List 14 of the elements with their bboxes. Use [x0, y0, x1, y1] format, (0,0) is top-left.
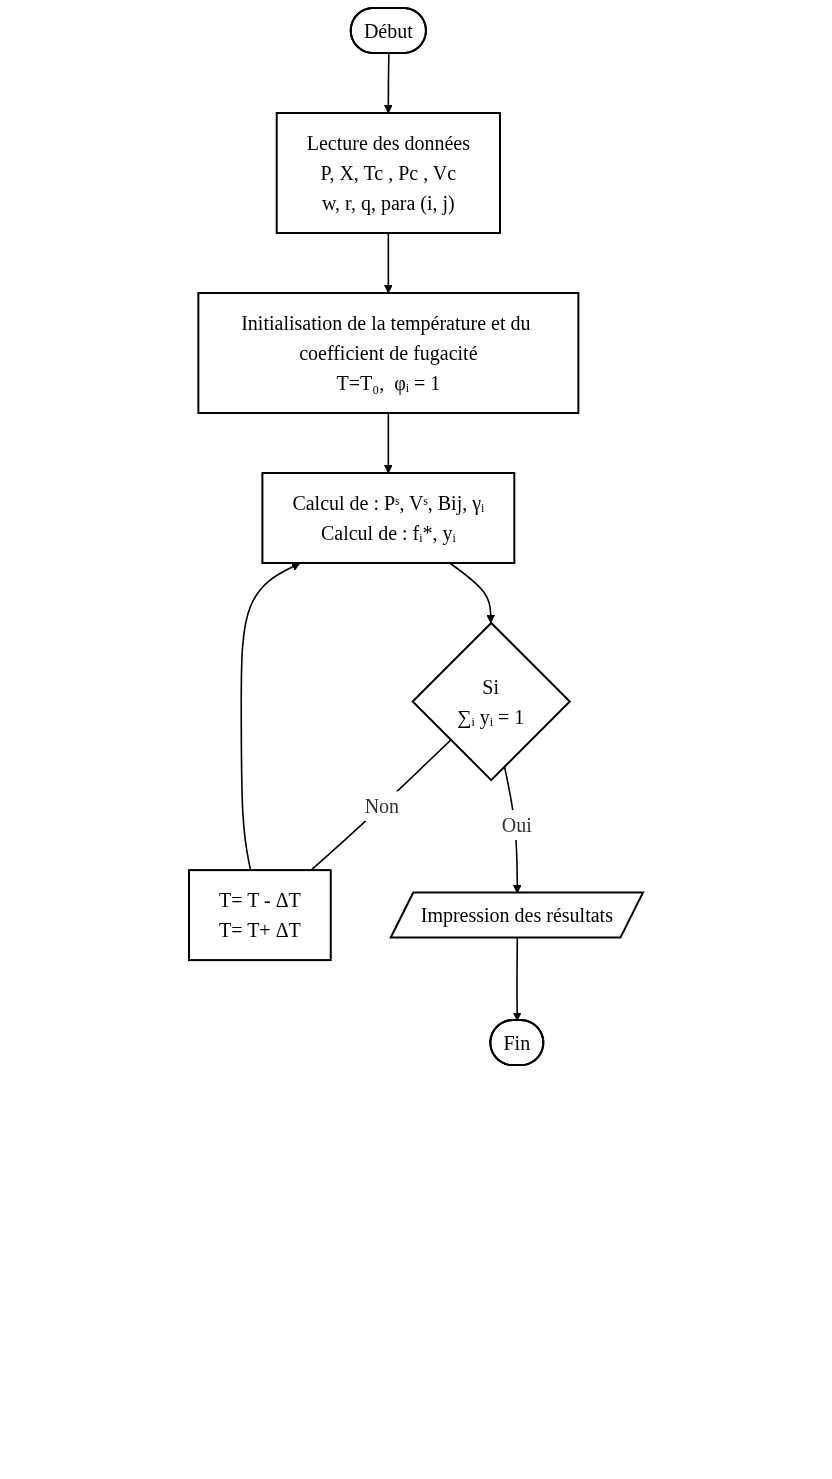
arrow [384, 232, 393, 294]
node-box: Calcul de : Pˢ, Vˢ, Bij, γᵢ Calcul de : fᵢ*, yᵢ [261, 472, 516, 564]
arrow [512, 937, 522, 1021]
edge-label: Non [364, 795, 400, 818]
node-box: Initialisation de la température et du coefficient de fugacité T=T₀, φᵢ = 1 [197, 292, 580, 414]
node-box: Lecture des données P, X, Tc , Pc , Vc w, r, q, para (i, j) [275, 112, 501, 234]
node-box: T= T - ΔT T= T+ ΔT [188, 869, 332, 962]
arrow [449, 562, 496, 624]
arrow [384, 412, 393, 474]
edge-label: Oui [501, 814, 532, 837]
node-diamond: Si ∑ᵢ yᵢ = 1 [411, 621, 572, 782]
connector [310, 739, 452, 871]
arrow [240, 562, 301, 871]
arrow [384, 52, 393, 114]
